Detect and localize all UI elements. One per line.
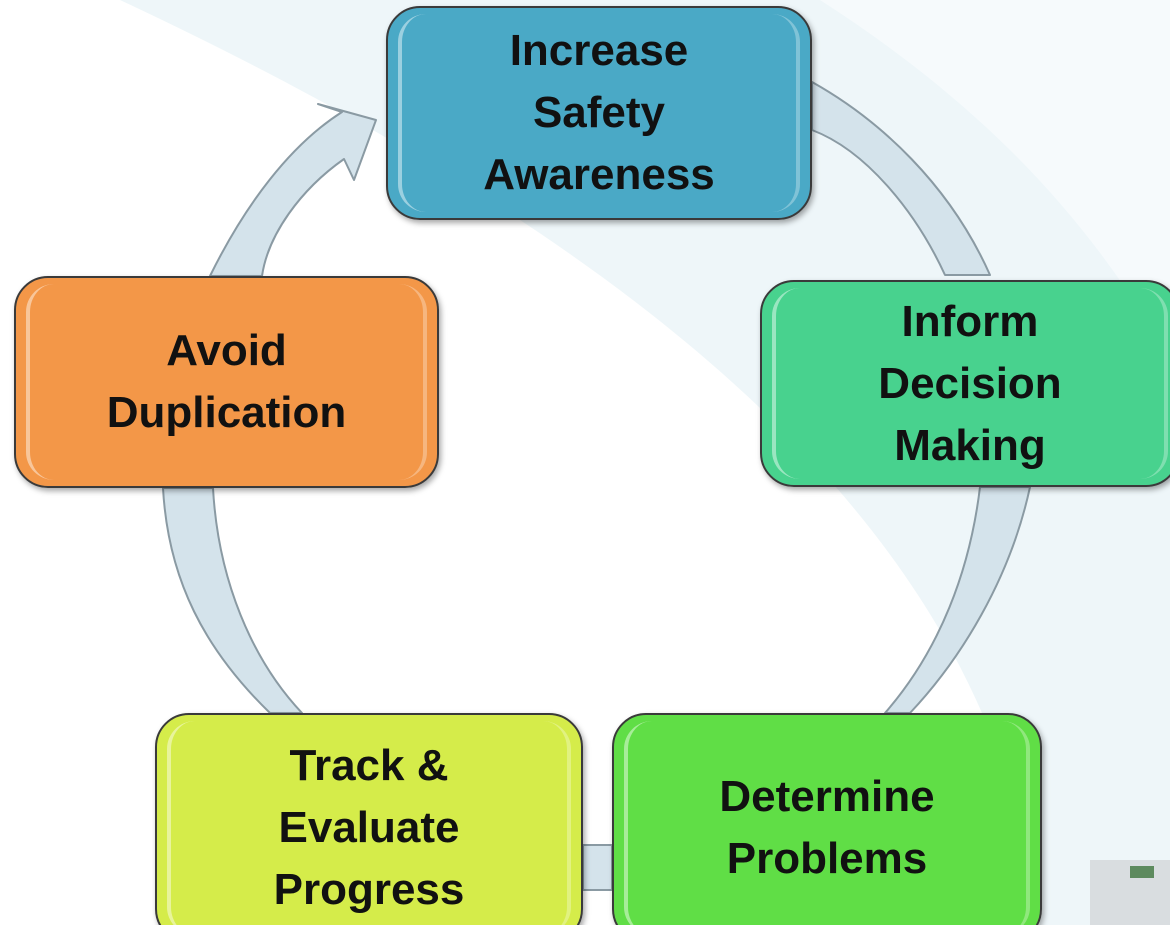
- arrow-determine-to-track: [582, 844, 613, 891]
- background-swoosh-shape: [120, 0, 1170, 925]
- node-increase-safety-awareness: Increase Safety Awareness: [386, 6, 812, 220]
- node-label: Determine Problems: [719, 772, 935, 883]
- node-determine-problems: Determine Problems: [612, 713, 1042, 925]
- arrow-inform-to-determine: [884, 486, 1031, 714]
- arrow-track-to-avoid: [162, 487, 303, 714]
- node-label: Increase Safety Awareness: [483, 26, 715, 199]
- node-track-evaluate-progress: Track & Evaluate Progress: [155, 713, 583, 925]
- arrow-avoid-to-increase: [209, 103, 377, 277]
- arrow-increase-to-inform: [811, 81, 991, 276]
- background-road-sign: [1130, 866, 1154, 878]
- node-label: Avoid Duplication: [106, 326, 347, 437]
- node-inform-decision-making: Inform Decision Making: [760, 280, 1170, 487]
- node-label: Track & Evaluate Progress: [273, 741, 465, 914]
- node-label: Inform Decision Making: [878, 296, 1062, 470]
- node-avoid-duplication: Avoid Duplication: [14, 276, 439, 488]
- background-swoosh-highlight: [820, 0, 1170, 360]
